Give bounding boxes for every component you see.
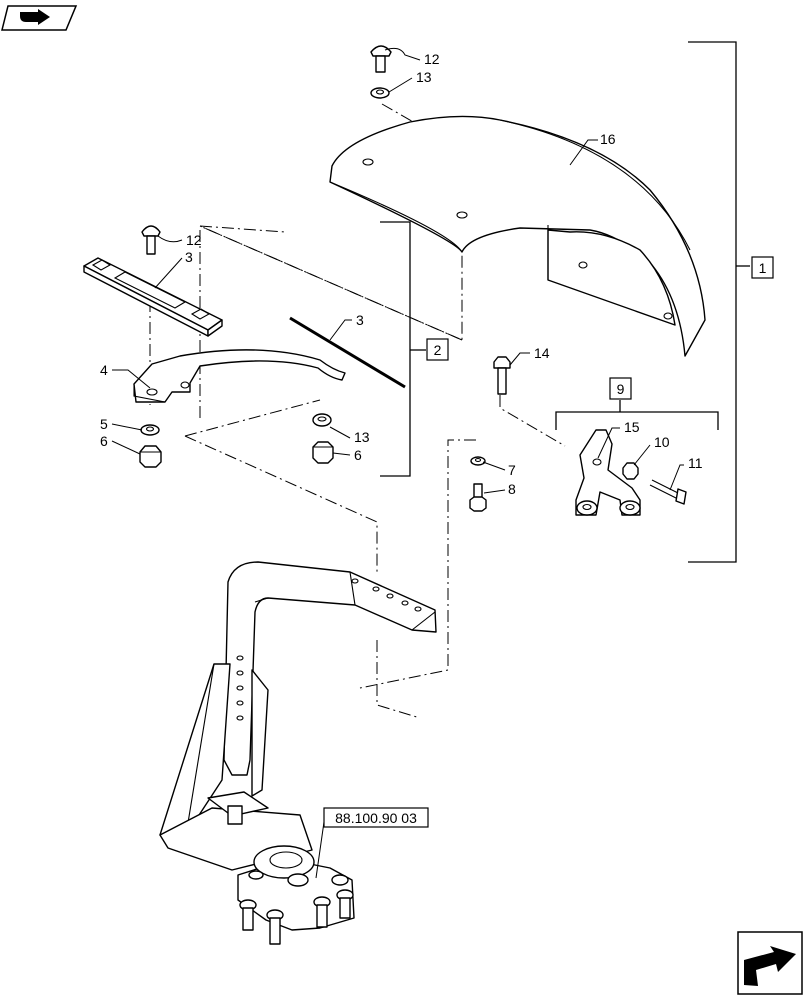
assembly-box-2: 2 (426, 338, 449, 361)
mounting-frame (159, 561, 437, 836)
washer-nut-right (312, 413, 334, 464)
assembly-label-9: 9 (617, 381, 625, 397)
callout-7: 7 (508, 462, 516, 478)
group-brackets (380, 41, 750, 563)
callout-12-top: 12 (424, 51, 440, 67)
callout-8: 8 (508, 481, 516, 497)
bolt-top (370, 45, 392, 99)
assembly-box-1: 1 (751, 256, 774, 279)
leader-lines (111, 47, 684, 879)
assembly-label-2: 2 (434, 342, 442, 358)
washer-nut-left (139, 424, 162, 468)
callout-10: 10 (654, 434, 670, 450)
callout-4: 4 (100, 362, 108, 378)
assembly-box-9: 9 (609, 377, 632, 400)
assembly-label-1: 1 (759, 260, 767, 276)
clamp-plate (83, 257, 223, 337)
callout-16: 16 (600, 131, 616, 147)
callout-15: 15 (624, 419, 640, 435)
callout-6-right: 6 (354, 447, 362, 463)
callout-labels: 12 13 16 12 3 3 4 5 6 13 6 14 15 10 11 7… (100, 51, 703, 497)
next-page-arrow-icon[interactable] (737, 931, 803, 995)
support-bracket (575, 429, 687, 516)
callout-13-right: 13 (354, 429, 370, 445)
rod (289, 315, 407, 389)
bolt-14 (493, 356, 511, 395)
callout-5: 5 (100, 416, 108, 432)
bolt-left (141, 225, 161, 255)
fender (329, 115, 706, 357)
strap (133, 349, 346, 403)
callout-11: 11 (688, 455, 703, 471)
callout-3-plate: 3 (185, 249, 193, 265)
reference-label: 88.100.90 03 (335, 810, 417, 826)
callout-3-rod: 3 (356, 312, 364, 328)
callout-12-left: 12 (186, 232, 202, 248)
book-arrow-icon[interactable] (1, 5, 78, 31)
callout-13-top: 13 (416, 69, 432, 85)
pivot-bolts (239, 870, 354, 945)
reference-box[interactable]: 88.100.90 03 (323, 807, 429, 828)
pivot-base (159, 791, 355, 945)
callout-6-left: 6 (100, 433, 108, 449)
washer-bolt-center (469, 456, 487, 512)
callout-14: 14 (534, 345, 550, 361)
